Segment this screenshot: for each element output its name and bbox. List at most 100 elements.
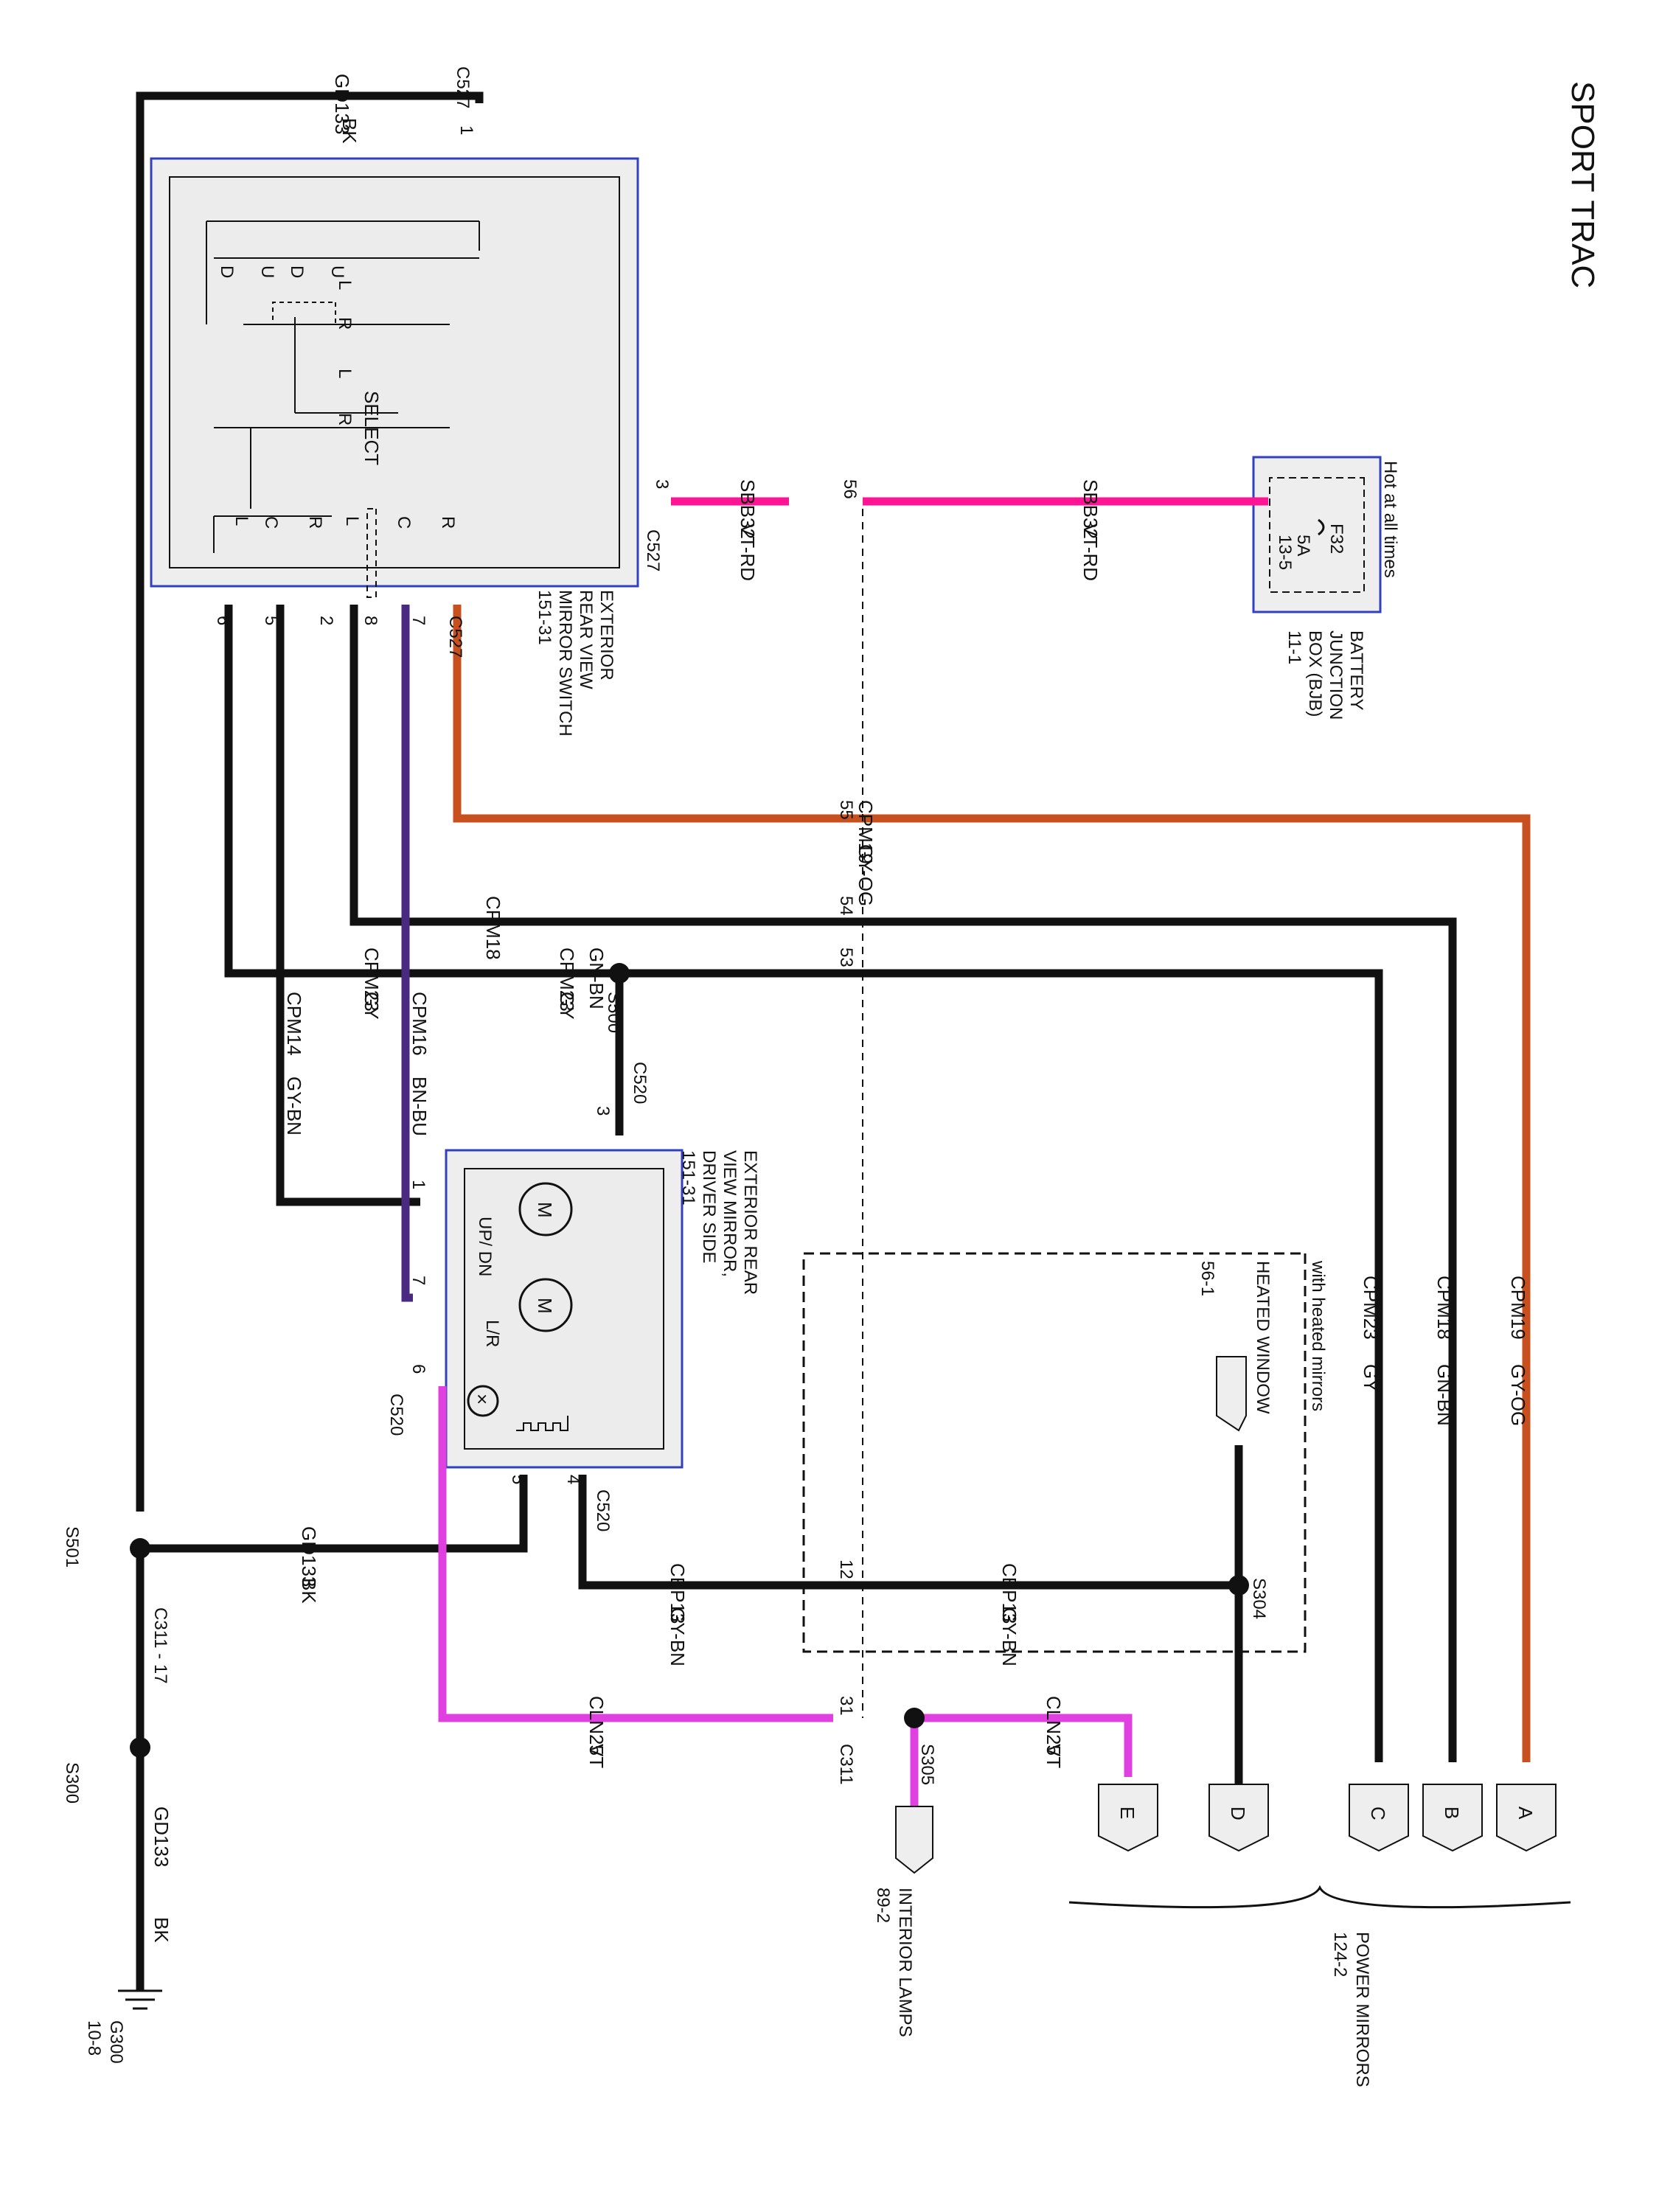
cln25-left-circuit: CLN25 [585, 1696, 608, 1756]
terminal-a [1496, 1784, 1557, 1852]
battery-junction-box: Hot at all times F32 5A 13-5 BATTERY JUN… [1252, 456, 1400, 720]
heated-window-ref: 56-1 [1197, 1261, 1217, 1296]
heater-lamp-icon [467, 1385, 499, 1417]
switch-letter-d1: D [217, 265, 237, 278]
switch-letter-c2: C [394, 516, 414, 529]
c527-label-bottom: C527 [445, 616, 465, 658]
gd133-mid-wire [140, 1475, 528, 1553]
gd133-low-color: BK [150, 1917, 173, 1943]
switch-name-1: EXTERIOR [597, 590, 616, 681]
s501-label: S501 [62, 1526, 82, 1568]
gd133-mid-circuit: GD133 [298, 1526, 320, 1587]
cbp13-wire [578, 1475, 1239, 1590]
pin-c527-7: 7 [408, 616, 428, 625]
switch-name-4: 151-31 [535, 590, 554, 645]
ground-ref: 10-8 [84, 2020, 104, 2056]
mirror-switch-module: SELECT D U D U L R [150, 157, 639, 598]
sbb32-right-color: VT-RD [1079, 524, 1102, 581]
cpm18-vert-circuit: CPM18 [1433, 1276, 1455, 1340]
lr-label: L/R [482, 1320, 502, 1347]
switch-letter-l3: L [232, 516, 251, 526]
ground-symbol [118, 1989, 162, 2010]
terminal-a-label: A [1514, 1806, 1537, 1820]
terminal-e-label: E [1116, 1806, 1138, 1819]
pin-c527-5: 5 [261, 616, 281, 625]
pin-12: 12 [836, 1559, 856, 1579]
cpm19-color: GY-OG [855, 844, 877, 906]
cbp13-right-circuit: CBP13 [998, 1563, 1020, 1624]
updn-label: UP/ DN [475, 1217, 495, 1276]
cln25-right-wire [907, 1714, 1133, 1777]
s305-label: S305 [917, 1744, 937, 1785]
bjb-amps: 5A [1293, 535, 1313, 556]
cbp13-right-color: GY-BN [998, 1607, 1020, 1666]
heater-glyph: × [471, 1394, 493, 1405]
cpm19-wire [453, 605, 1531, 1762]
cpm16-color: BN-BU [408, 1077, 431, 1136]
pin-53: 53 [836, 947, 856, 967]
cpm18-color: GN-BN [585, 947, 608, 1009]
cpm19-circuit: CPM19 [855, 800, 877, 864]
c527-label-1: C527 [453, 66, 473, 108]
switch-letter-r1: R [335, 317, 355, 330]
pin-31: 31 [836, 1696, 856, 1716]
cpm18-circuit: CPM18 [482, 896, 504, 960]
cln25-right-color: VT [1043, 1744, 1065, 1768]
switch-letter-l1: L [335, 280, 355, 290]
lr-motor-icon [518, 1278, 573, 1332]
pin-c527-8: 8 [361, 616, 380, 625]
c520-label-6: C520 [386, 1394, 406, 1436]
bjb-name-4: 11-1 [1284, 630, 1304, 664]
mirror-name-4: 151-31 [678, 1150, 698, 1206]
gd133-low-circuit: GD133 [150, 1806, 173, 1867]
switch-name-3: MIRROR SWITCH [555, 590, 575, 737]
pin-c520-7: 7 [408, 1276, 428, 1285]
pin-c527-2: 2 [316, 616, 336, 625]
heated-option-note: with heated mirrors [1308, 1260, 1328, 1411]
cpm16-circuit: CPM16 [408, 992, 431, 1056]
pin-c527-6: 6 [213, 616, 233, 625]
diagram-title: SPORT TRAC [1565, 81, 1601, 288]
gd133-top-circuit: GD133 [331, 74, 353, 134]
driver-mirror-module: M M UP/ DN L/R × [445, 1149, 684, 1469]
switch-letter-u1: U [257, 265, 277, 278]
lr-motor-glyph: M [534, 1298, 556, 1314]
terminal-c [1349, 1784, 1409, 1852]
c311-17-label: C311 - 17 [150, 1607, 170, 1684]
cpm23-left-circuit: CPM23 [361, 947, 383, 1012]
cpm23-vert-circuit: CPM23 [1360, 1276, 1382, 1340]
ground-name: G300 [106, 2020, 126, 2064]
power-mirrors-name: POWER MIRRORS [1352, 1932, 1372, 2087]
cpm18-vert-color: GN-BN [1433, 1364, 1455, 1426]
terminal-b [1422, 1784, 1483, 1852]
power-mirrors-brace [1068, 1885, 1571, 1909]
cpm19-vert-color: GY-OG [1507, 1364, 1529, 1426]
mirror-name-1: EXTERIOR REAR [740, 1150, 760, 1295]
pin-c527-3: 3 [652, 479, 672, 489]
pin-c520-1: 1 [408, 1180, 428, 1189]
interior-lamps-ref: 89-2 [873, 1888, 893, 1923]
switch-letter-r2: R [335, 413, 355, 425]
bjb-name-3: BOX (BJB) [1305, 630, 1325, 717]
cpm14-color: GY-BN [283, 1077, 305, 1135]
pin-56: 56 [840, 479, 860, 499]
sbb32-left-color: VT-RD [737, 524, 759, 581]
gd133-top-wire [136, 91, 484, 1512]
bjb-name-2: JUNCTION [1326, 630, 1346, 720]
cpm23-right-color: GY [556, 992, 578, 1020]
cpm23-left-color: GY [361, 992, 383, 1020]
heated-window-connector [1216, 1356, 1247, 1432]
cln25-right-circuit: CLN25 [1043, 1696, 1065, 1756]
switch-letter-r4: R [438, 516, 458, 529]
cpm14-wire [276, 605, 420, 1206]
cpm18-wire [349, 605, 1457, 1762]
terminal-d [1208, 1784, 1269, 1852]
heater-element-icon [516, 1416, 568, 1431]
switch-letter-d2: D [287, 265, 307, 278]
cpm19-vert-circuit: CPM19 [1507, 1276, 1529, 1340]
cpm23-wire [224, 605, 1383, 1762]
sbb32-right-circuit: SBB32 [1079, 479, 1102, 539]
power-mirror-connectors: A B C D E [1068, 1784, 1571, 1909]
switch-letter-u2: U [327, 265, 347, 278]
